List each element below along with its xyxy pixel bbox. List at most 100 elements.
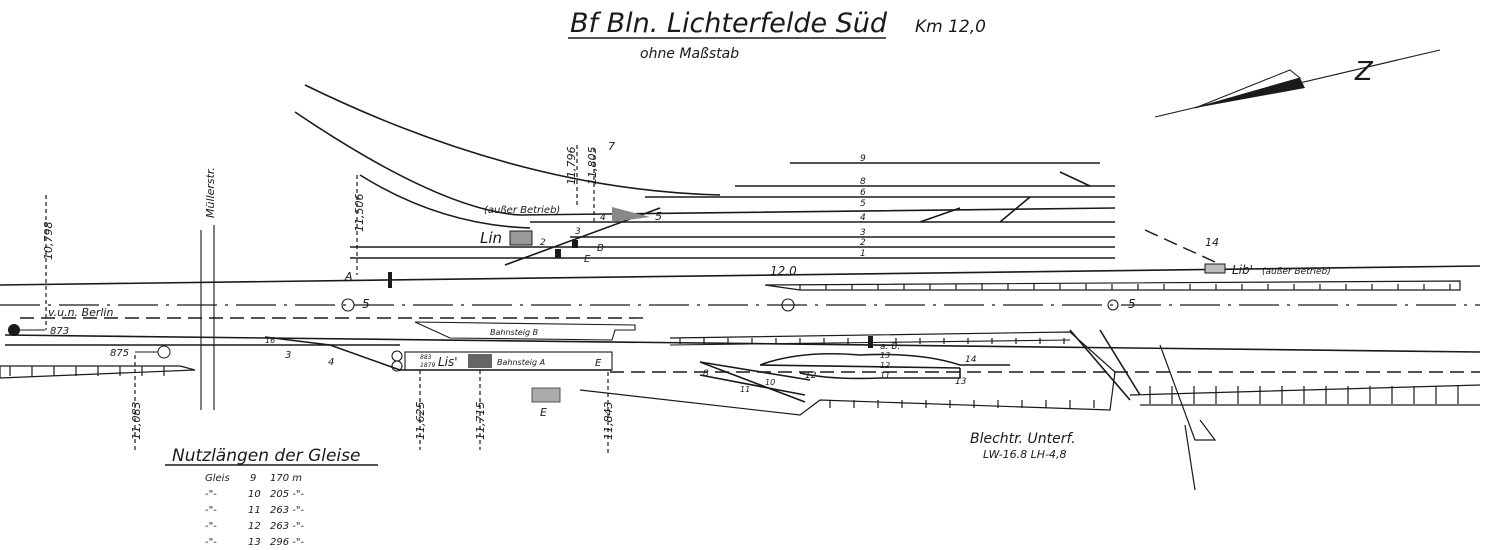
km-center-label: 12.0 bbox=[770, 264, 797, 278]
signal-875-icon bbox=[157, 345, 171, 359]
bridge-dims: LW-16.8 LH-4,8 bbox=[983, 448, 1067, 461]
svg-text:3: 3 bbox=[860, 228, 866, 238]
svg-text:8: 8 bbox=[860, 177, 866, 187]
fence-left bbox=[0, 365, 196, 379]
signal-box-lib bbox=[1204, 263, 1226, 274]
switch-14: 14 bbox=[1205, 236, 1219, 249]
siding-tracks: 8 11 10 12 13 12 11 13 14 bbox=[699, 351, 1010, 403]
svg-text:13: 13 bbox=[955, 377, 967, 387]
station-lib-label: Lib' bbox=[1232, 263, 1253, 277]
svg-text:2: 2 bbox=[860, 238, 866, 248]
km-markers: 10,798 11,506 11,796 11,805 11,083 11,62… bbox=[42, 145, 615, 455]
svg-text:10: 10 bbox=[765, 378, 775, 387]
svg-text:263 -"-: 263 -"- bbox=[270, 521, 304, 532]
svg-text:Bahnsteig A: Bahnsteig A bbox=[497, 358, 545, 367]
track-14-stub bbox=[1144, 229, 1216, 263]
svg-text:5: 5 bbox=[860, 199, 866, 209]
track-7 bbox=[304, 84, 721, 196]
street-label: Müllerstr. bbox=[204, 167, 217, 218]
svg-text:170 m: 170 m bbox=[270, 473, 302, 484]
svg-text:205 -"-: 205 -"- bbox=[270, 489, 304, 500]
building-e bbox=[531, 387, 561, 403]
bridge-name: Blechtr. Unterf. bbox=[970, 431, 1076, 447]
km-mark: 10,798 bbox=[42, 222, 55, 261]
svg-text:10: 10 bbox=[248, 489, 261, 500]
svg-text:5: 5 bbox=[655, 210, 662, 223]
bridge bbox=[1069, 329, 1131, 401]
centerline-circle bbox=[341, 298, 355, 312]
svg-text:Gleis: Gleis bbox=[205, 473, 230, 484]
track-lengths-table: Nutzlängen der Gleise Gleis 9 170 m -"- … bbox=[165, 446, 378, 548]
building-e-label: E bbox=[540, 406, 547, 419]
svg-text:12: 12 bbox=[805, 371, 817, 381]
svg-text:1: 1 bbox=[860, 249, 866, 259]
km-label: Km 12,0 bbox=[915, 17, 986, 37]
svg-text:11: 11 bbox=[740, 385, 750, 394]
svg-text:11: 11 bbox=[248, 505, 261, 516]
svg-text:11: 11 bbox=[880, 371, 890, 380]
scale-note: ohne Maßstab bbox=[640, 46, 739, 62]
svg-text:263 -"-: 263 -"- bbox=[270, 505, 304, 516]
svg-text:296 -"-: 296 -"- bbox=[270, 537, 304, 548]
svg-text:8: 8 bbox=[703, 369, 709, 379]
signal-873-icon bbox=[8, 324, 20, 336]
lengths-heading: Nutzlängen der Gleise bbox=[172, 446, 360, 466]
km-mark: 11,625 bbox=[414, 402, 427, 441]
km-mark: 11,715 bbox=[474, 402, 487, 441]
main-track bbox=[0, 265, 1481, 286]
km-mark: 11,805 bbox=[586, 147, 599, 186]
signal-873-label: 873 bbox=[50, 326, 69, 337]
svg-text:-"-: -"- bbox=[205, 537, 217, 548]
svg-text:6: 6 bbox=[860, 188, 866, 198]
svg-text:4: 4 bbox=[860, 213, 866, 223]
direction-label: v.u.n. Berlin bbox=[48, 306, 113, 319]
station-lib-note: (außer Betrieb) bbox=[1262, 267, 1331, 277]
svg-text:4: 4 bbox=[600, 213, 606, 223]
km-mark: 11,843 bbox=[602, 402, 615, 441]
marker-e: E bbox=[584, 254, 591, 265]
track-number-7: 7 bbox=[608, 140, 615, 153]
marker-a: A bbox=[344, 270, 353, 283]
diagram-title: Bf Bln. Lichterfelde Süd bbox=[570, 8, 888, 39]
centerline-circle bbox=[781, 298, 795, 312]
signal-875-label: 875 bbox=[110, 348, 129, 359]
svg-text:-"-: -"- bbox=[205, 521, 217, 532]
out-of-service-note: (außer Betrieb) bbox=[484, 205, 560, 216]
svg-text:2: 2 bbox=[540, 238, 546, 248]
fence-south bbox=[579, 331, 1116, 416]
svg-text:14: 14 bbox=[965, 355, 977, 365]
north-label: Z bbox=[1354, 57, 1374, 87]
signal-box-lin bbox=[509, 230, 533, 246]
svg-text:9: 9 bbox=[860, 154, 866, 164]
platform-a: 883 1879 Lis' Bahnsteig A E bbox=[391, 350, 613, 372]
switch-4: 4 bbox=[328, 357, 334, 368]
marker-ab: a. B. bbox=[880, 342, 900, 352]
north-arrow-icon: Z bbox=[1154, 49, 1441, 118]
track-curve-upper bbox=[294, 111, 1116, 216]
svg-text:Bahnsteig B: Bahnsteig B bbox=[490, 328, 538, 337]
track-curve-lower bbox=[359, 174, 531, 229]
km-mark: 11,506 bbox=[353, 194, 366, 233]
platform-b: Bahnsteig B bbox=[414, 321, 636, 341]
svg-text:12: 12 bbox=[880, 361, 890, 370]
centerline-circle bbox=[1107, 299, 1119, 311]
km-mark: 11,796 bbox=[565, 147, 578, 186]
station-lin-label: Lin bbox=[480, 229, 502, 247]
svg-text:1879: 1879 bbox=[420, 362, 435, 369]
station-lis-label: Lis' bbox=[438, 355, 458, 369]
centerline-mark: 5 bbox=[362, 297, 370, 311]
lower-track-a bbox=[4, 334, 1481, 353]
marker-b: B bbox=[597, 243, 604, 254]
svg-text:9: 9 bbox=[250, 473, 256, 484]
svg-text:-"-: -"- bbox=[205, 505, 217, 516]
svg-text:E: E bbox=[595, 358, 602, 369]
street-mullerstr: Müllerstr. bbox=[200, 167, 217, 410]
svg-text:13: 13 bbox=[248, 537, 261, 548]
centerline-mark: 5 bbox=[1128, 297, 1136, 311]
station-tracks: 9 8 6 5 4 3 2 1 4 5 3 2 bbox=[350, 154, 1115, 266]
svg-text:-"-: -"- bbox=[205, 489, 217, 500]
km-mark: 11,083 bbox=[130, 402, 143, 441]
fence-east bbox=[1129, 384, 1481, 406]
svg-text:3: 3 bbox=[575, 227, 581, 237]
